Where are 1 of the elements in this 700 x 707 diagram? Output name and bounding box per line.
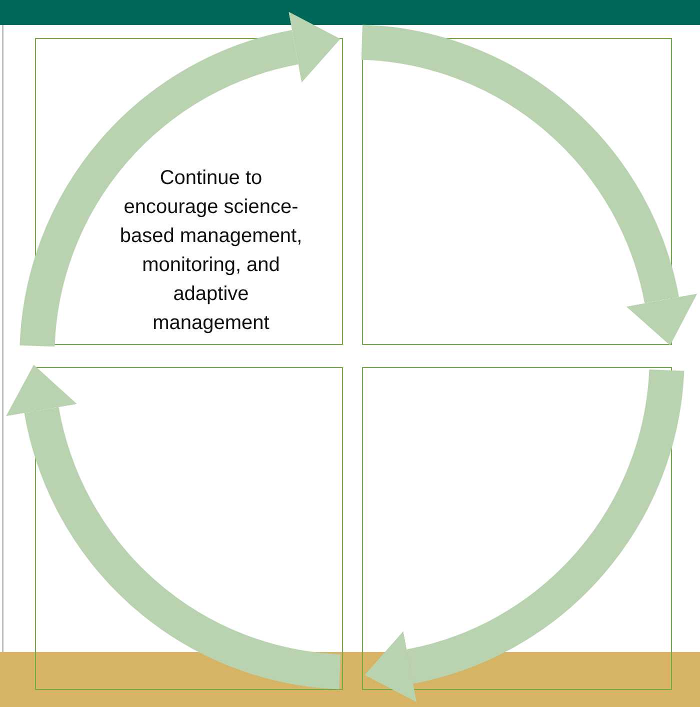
body-text: Continue to encourage science-based management, monitoring, and adaptive management	[118, 166, 304, 336]
